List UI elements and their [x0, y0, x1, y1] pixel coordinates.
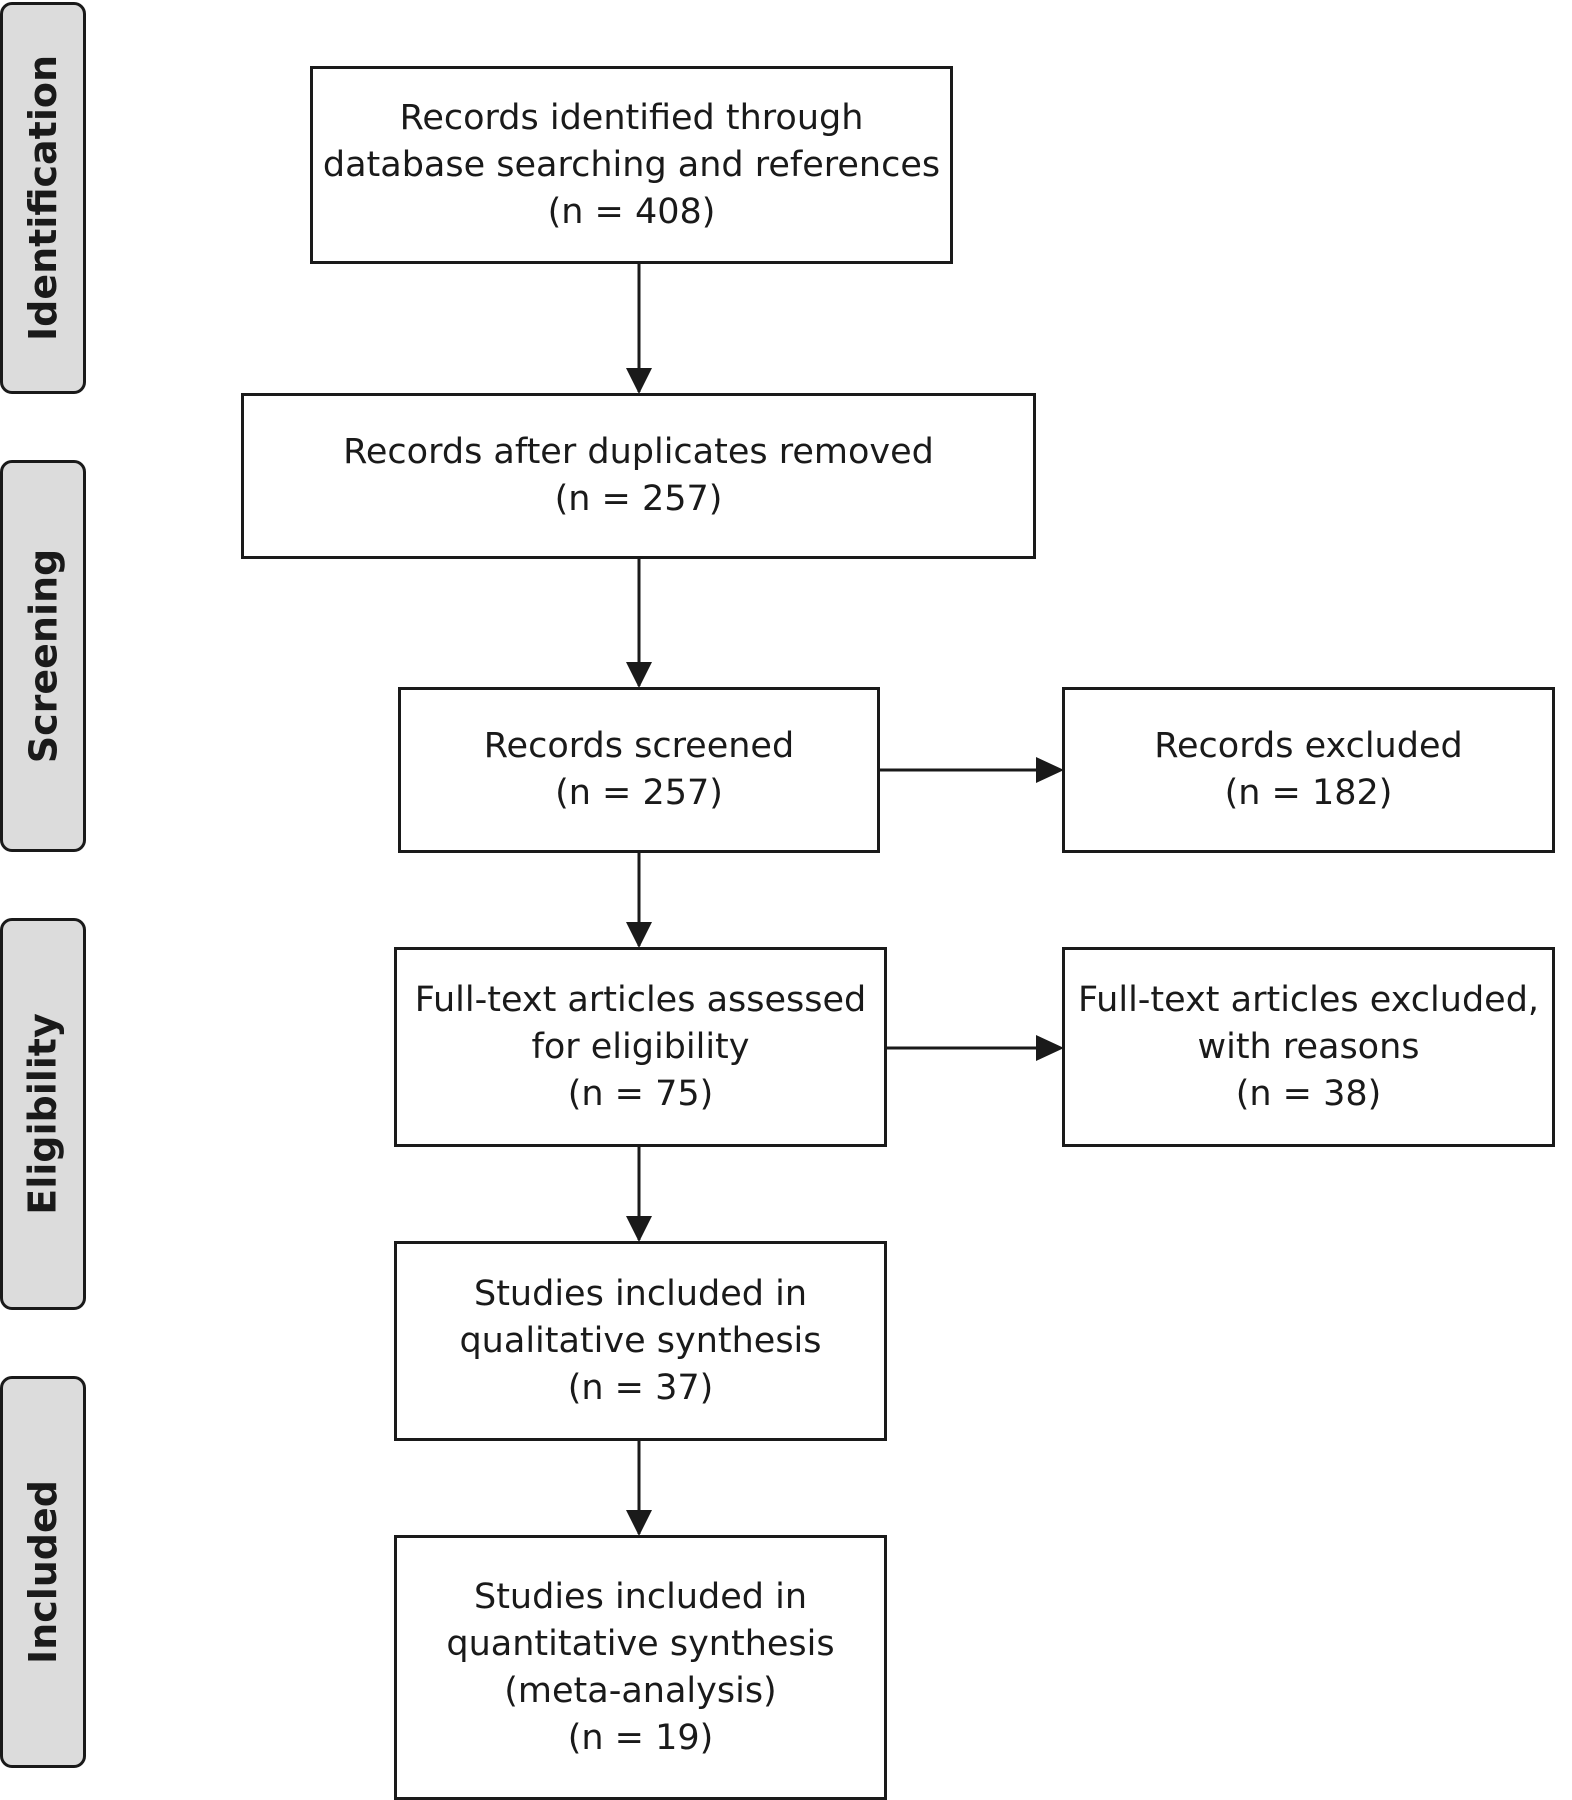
- box-fulltext-assessed: Full-text articles assessed for eligibil…: [394, 947, 887, 1147]
- box-records-excluded: Records excluded (n = 182): [1062, 687, 1555, 853]
- box-records-screened-line-1: Records screened: [483, 726, 795, 766]
- box-quantitative-synthesis: Studies included in quantitative synthes…: [394, 1535, 887, 1800]
- box-quantitative-synthesis-line-1: Studies included in: [473, 1576, 807, 1617]
- box-qualitative-synthesis-line-1: Studies included in: [473, 1273, 807, 1314]
- box-quantitative-synthesis-line-2: quantitative synthesis: [446, 1623, 835, 1664]
- box-records-identified-line-1: Records identified through: [399, 97, 864, 138]
- box-records-after-duplicates: Records after duplicates removed (n = 25…: [241, 393, 1036, 559]
- arrowhead-2: [626, 662, 652, 688]
- box-records-after-duplicates-line-1: Records after duplicates removed: [343, 432, 934, 472]
- box-records-after-duplicates-line-2: (n = 257): [554, 479, 723, 519]
- box-quantitative-synthesis-line-3: (meta-analysis): [504, 1670, 777, 1711]
- box-fulltext-excluded-line-3: (n = 38): [1235, 1073, 1382, 1114]
- box-records-excluded-line-1: Records excluded: [1154, 726, 1463, 766]
- box-quantitative-synthesis-line-4: (n = 19): [567, 1717, 714, 1758]
- box-records-screened: Records screened (n = 257): [398, 687, 880, 853]
- box-fulltext-assessed-line-3: (n = 75): [567, 1073, 714, 1114]
- box-records-identified-line-2: database searching and references: [322, 144, 941, 185]
- stage-screening: Screening: [0, 460, 86, 852]
- box-records-excluded-line-2: (n = 182): [1224, 773, 1393, 813]
- box-fulltext-assessed-line-1: Full-text articles assessed: [414, 979, 867, 1020]
- box-records-identified: Records identified through database sear…: [310, 66, 953, 264]
- stage-eligibility: Eligibility: [0, 918, 86, 1310]
- arrowhead-7: [626, 1510, 652, 1536]
- stage-identification: Identification: [0, 2, 86, 394]
- box-fulltext-excluded-line-2: with reasons: [1197, 1026, 1420, 1067]
- box-fulltext-excluded-line-1: Full-text articles excluded,: [1077, 979, 1540, 1020]
- box-fulltext-assessed-line-2: for eligibility: [531, 1026, 750, 1067]
- box-records-screened-line-2: (n = 257): [555, 773, 723, 813]
- arrowhead-4: [626, 922, 652, 948]
- arrowhead-5: [1036, 1035, 1064, 1061]
- arrowhead-6: [626, 1216, 652, 1242]
- box-qualitative-synthesis-line-3: (n = 37): [567, 1367, 714, 1408]
- stage-included: Included: [0, 1376, 86, 1768]
- box-qualitative-synthesis: Studies included in qualitative synthesi…: [394, 1241, 887, 1441]
- arrowhead-1: [626, 368, 652, 394]
- box-fulltext-excluded: Full-text articles excluded, with reason…: [1062, 947, 1555, 1147]
- box-records-identified-line-3: (n = 408): [547, 191, 716, 232]
- box-qualitative-synthesis-line-2: qualitative synthesis: [459, 1320, 822, 1361]
- arrowhead-3: [1036, 757, 1064, 783]
